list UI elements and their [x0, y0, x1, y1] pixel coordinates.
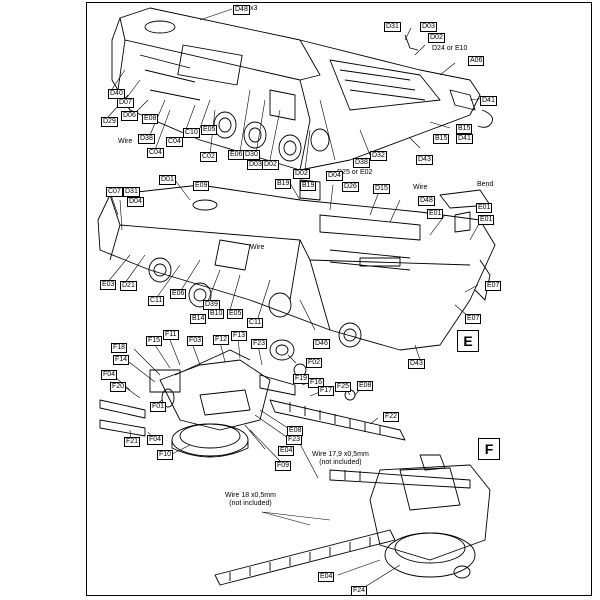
part-d48: D48 [233, 5, 250, 15]
part-c10: C10 [183, 128, 200, 138]
part-f10: F10 [157, 450, 174, 460]
part-d21: D21 [120, 281, 137, 291]
step-marker-f: F [478, 438, 500, 460]
part-e07-b: E07 [465, 314, 482, 324]
part-f13: F13 [231, 331, 248, 341]
part-d04-mid: D04 [326, 171, 343, 181]
part-c07: C07 [106, 187, 123, 197]
part-d41-b: D41 [456, 134, 473, 144]
note-wire-179-text: Wire 17,9 x0,5mm [312, 451, 369, 458]
part-d48-mid: D48 [418, 196, 435, 206]
part-d31: D31 [384, 22, 401, 32]
part-d03-top: D03 [420, 22, 437, 32]
part-f04-a: F04 [101, 370, 118, 380]
part-d26: D26 [342, 182, 359, 192]
part-f09: F09 [275, 461, 292, 471]
part-f23-b: F23 [286, 435, 303, 445]
part-b15-a: B15 [456, 124, 473, 134]
part-d06: D06 [121, 111, 138, 121]
part-f21: F21 [124, 437, 141, 447]
part-f11: F11 [163, 330, 179, 340]
part-e04-b: E04 [318, 572, 335, 582]
part-f19: F19 [293, 374, 310, 384]
part-d29: D29 [101, 117, 118, 127]
part-f01: F01 [150, 402, 167, 412]
part-c04-a: C04 [147, 148, 164, 158]
part-f03: F03 [187, 336, 204, 346]
part-f20: F20 [110, 382, 127, 392]
note-x3: x3 [250, 5, 258, 12]
note-wire-18-text: Wire 18 x0,5mm [225, 492, 276, 499]
part-b10: B10 [208, 309, 225, 319]
part-b14: B14 [190, 314, 207, 324]
part-d31-mid: D31 [123, 187, 140, 197]
part-f24: F24 [351, 586, 368, 596]
note-wire-mid: Wire [413, 184, 428, 191]
part-e03: E03 [100, 280, 117, 290]
part-f12: F12 [213, 335, 230, 345]
part-e05-mid: E05 [227, 309, 244, 319]
part-e06-mid: E06 [170, 289, 187, 299]
part-d43-mid: D43 [408, 359, 425, 369]
part-d43-top: D43 [416, 155, 433, 165]
part-d04-mid-b: D04 [127, 197, 144, 207]
part-f25: F25 [335, 382, 352, 392]
part-d46: D46 [313, 339, 330, 349]
part-c04-b: C02 [200, 152, 217, 162]
part-d03-top-b: D02 [262, 160, 279, 170]
part-f16: F16 [308, 378, 325, 388]
note-wire-top: Wire [118, 138, 133, 145]
turret-exploded-view [99, 339, 491, 586]
part-d02-top-b: D02 [293, 169, 310, 179]
part-e01-c: E01 [478, 215, 495, 225]
part-f22: F22 [383, 412, 400, 422]
part-b15-b: B15 [433, 134, 450, 144]
part-b19-b: B19 [300, 181, 317, 191]
part-f02: F02 [306, 358, 323, 368]
part-d25-e02: D25 or E02 [337, 169, 373, 176]
note-wire-179: Wire 17,9 x0,5mm (not included) [312, 451, 369, 467]
part-f23-a: F23 [251, 339, 268, 349]
part-e09: E09 [193, 181, 210, 191]
part-d24-e10: D24 or E10 [432, 45, 468, 52]
part-d02-top: D02 [428, 33, 445, 43]
step-marker-e: E [457, 330, 479, 352]
part-e01-a: E01 [427, 209, 444, 219]
part-f15: F15 [146, 336, 163, 346]
note-wire-mid-b: Wire [250, 244, 265, 251]
note-wire-18-sub: (not included) [229, 500, 272, 507]
page-frame [86, 2, 592, 596]
part-d41-a: D41 [480, 96, 497, 106]
part-f18: F18 [111, 343, 128, 353]
part-c02: E06 [228, 150, 245, 160]
part-d32: D32 [370, 151, 387, 161]
part-e05-top: C04 [166, 137, 183, 147]
hull-rear-view [97, 179, 496, 351]
part-e06-top-b: D30 [243, 150, 260, 160]
part-e07-a: E07 [485, 281, 502, 291]
part-a06: A06 [468, 56, 485, 66]
part-d38-top: D38 [138, 134, 155, 144]
part-d15: D15 [373, 184, 390, 194]
part-c11-a: C11 [148, 296, 165, 306]
note-bend: Bend [477, 181, 494, 188]
part-f04-b: F04 [147, 435, 164, 445]
part-e06-top: E08 [142, 114, 159, 124]
part-e04-a: E04 [278, 446, 295, 456]
part-d07: D07 [117, 98, 134, 108]
part-b19-a: B19 [275, 179, 292, 189]
part-d38-top-b: D38 [353, 158, 370, 168]
note-wire-18: Wire 18 x0,5mm (not included) [225, 492, 276, 508]
part-f17: F17 [318, 386, 335, 396]
part-d40: D40 [108, 89, 125, 99]
part-e01-b: E01 [476, 203, 493, 213]
part-e08-top: E05 [201, 125, 218, 135]
part-e08-bottom: E08 [357, 381, 374, 391]
part-d01: D01 [159, 175, 176, 185]
note-wire-179-sub: (not included) [319, 459, 362, 466]
part-f14: F14 [113, 355, 130, 365]
part-c11-b: C11 [247, 318, 264, 328]
